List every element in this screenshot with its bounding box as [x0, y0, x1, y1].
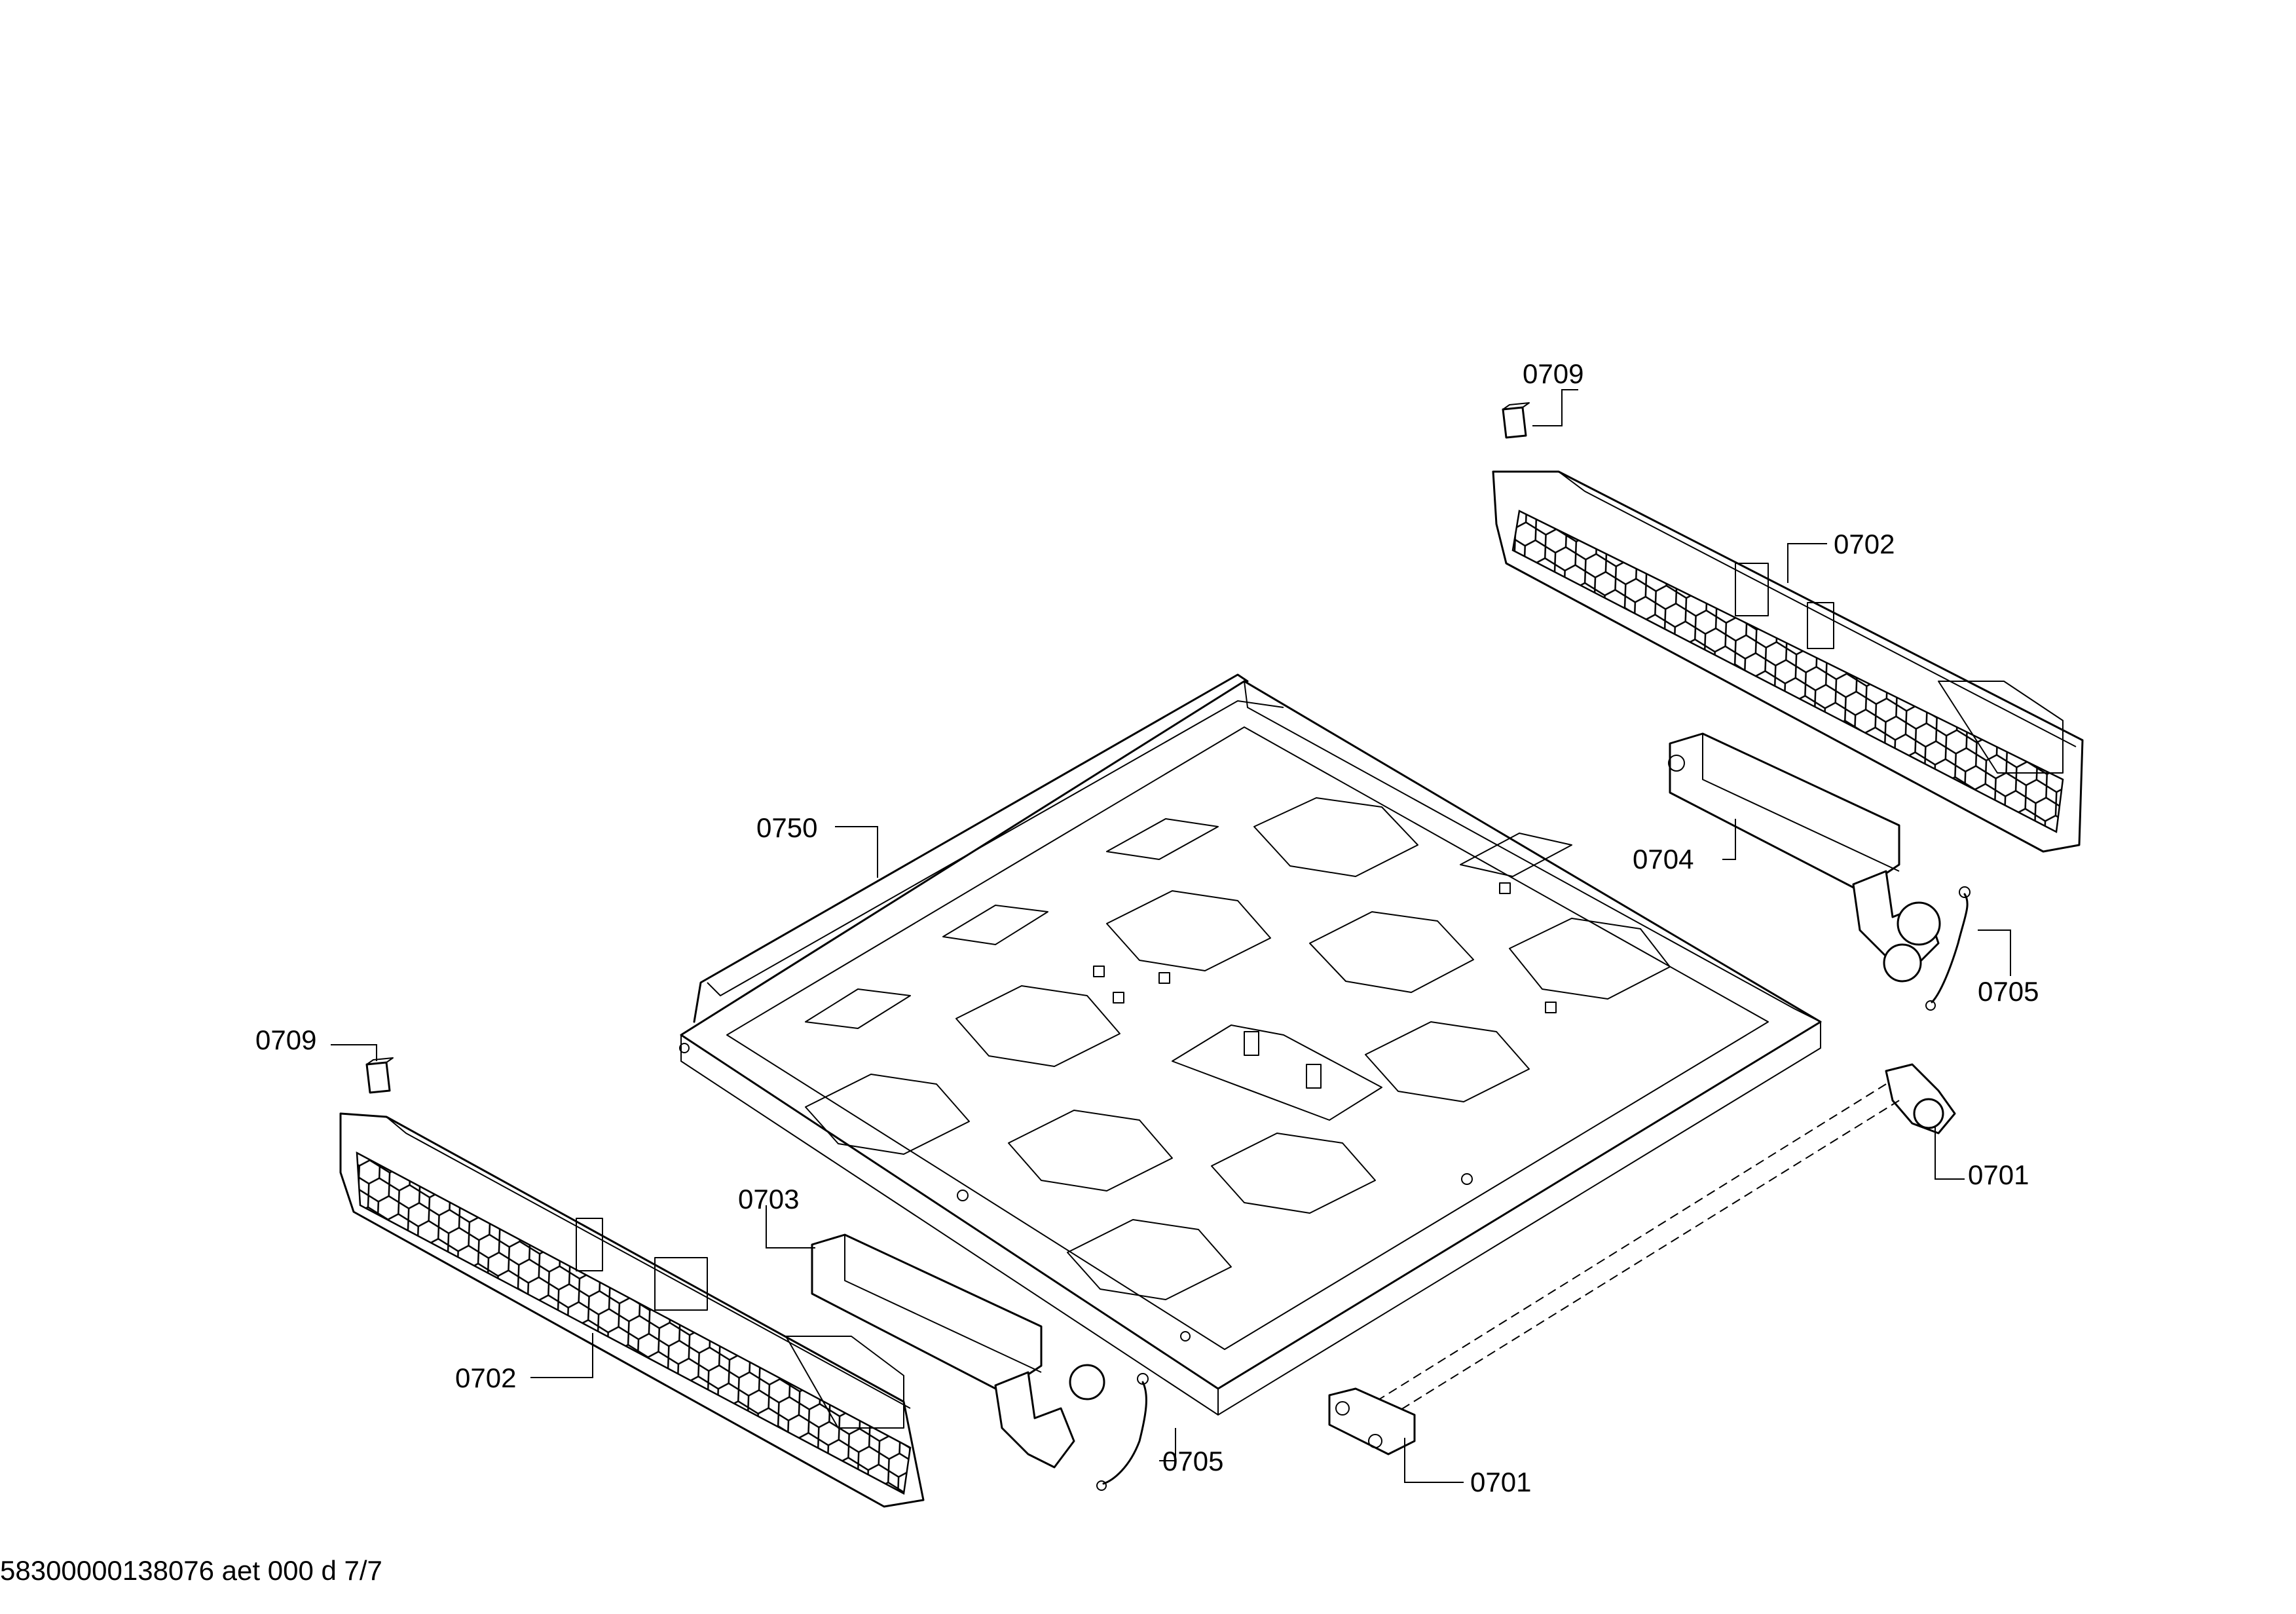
label-0709-top: 0709 — [1523, 358, 1583, 389]
label-0702-right: 0702 — [1834, 529, 1895, 559]
hinge-0703 — [811, 1233, 1105, 1469]
base-plate-0750 — [679, 673, 1822, 1416]
wire-0705-right — [1925, 886, 1971, 1011]
pin-0701-bottom — [1328, 1387, 1416, 1455]
label-0705-right: 0705 — [1978, 976, 2039, 1007]
clip-0709-top — [1502, 402, 1530, 439]
label-0702-left: 0702 — [455, 1362, 516, 1393]
label-0701-right: 0701 — [1968, 1159, 2029, 1190]
label-0705-bottom: 0705 — [1162, 1446, 1223, 1476]
label-0701-bottom: 0701 — [1470, 1467, 1531, 1497]
label-0750: 0750 — [756, 812, 817, 843]
label-0703: 0703 — [738, 1184, 799, 1214]
frame-0702-left — [339, 1112, 925, 1508]
wire-0705-bottom — [1096, 1373, 1149, 1491]
label-0704: 0704 — [1633, 844, 1694, 874]
footer-document-id: 58300000138076 aet 000 d 7/7 — [0, 1555, 382, 1586]
hinge-0704 — [1668, 732, 1941, 983]
frame-0702-right — [1492, 470, 2084, 853]
leader-lines — [331, 389, 2011, 1483]
pin-0701-right — [1375, 1063, 1956, 1422]
plate-hexagons — [805, 797, 1671, 1300]
label-0709-left: 0709 — [255, 1024, 316, 1055]
clip-0709-left — [365, 1057, 394, 1094]
